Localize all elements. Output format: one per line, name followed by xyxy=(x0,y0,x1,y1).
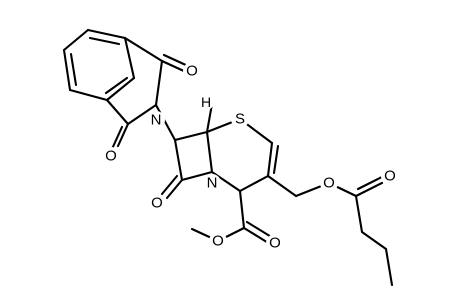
lactam-carbonyl xyxy=(160,174,184,200)
atom-label-o-ester-link: O xyxy=(320,174,338,192)
atom-label-o-lactam: O xyxy=(148,194,166,212)
atom-label-o-phth-top: O xyxy=(183,62,201,80)
svg-text:O: O xyxy=(269,235,281,252)
atom-label-n-phthalimide: N xyxy=(147,111,165,129)
imide-carbonyls xyxy=(110,53,190,151)
svg-text:H: H xyxy=(201,94,211,110)
atom-label-n-lactam: N xyxy=(203,174,221,192)
svg-text:O: O xyxy=(384,168,396,185)
atom-label-o-methoxy: O xyxy=(209,232,227,250)
beta-lactam-ring xyxy=(173,130,214,182)
n-to-lactam-bond xyxy=(154,103,177,142)
benzene-ring xyxy=(62,28,136,102)
svg-text:O: O xyxy=(186,63,198,80)
atom-label-o-carboxy-carbonyl: O xyxy=(266,234,284,252)
svg-text:O: O xyxy=(151,195,163,212)
atom-label-o-butyrate-carbonyl: O xyxy=(381,167,399,185)
imide-ring xyxy=(105,36,164,126)
svg-text:O: O xyxy=(323,175,335,192)
methyl-ester xyxy=(190,189,275,246)
stereo-h-bond xyxy=(205,102,214,134)
butyrate-side-chain xyxy=(266,174,394,287)
svg-text:N: N xyxy=(207,175,218,192)
atom-label-s-ring: S xyxy=(231,110,249,128)
svg-text:N: N xyxy=(151,112,162,129)
svg-text:O: O xyxy=(105,148,117,165)
atom-label-o-phth-bottom: O xyxy=(102,147,120,165)
svg-text:O: O xyxy=(212,233,224,250)
atom-label-h-stereo: H xyxy=(198,94,214,110)
svg-text:S: S xyxy=(235,111,245,128)
